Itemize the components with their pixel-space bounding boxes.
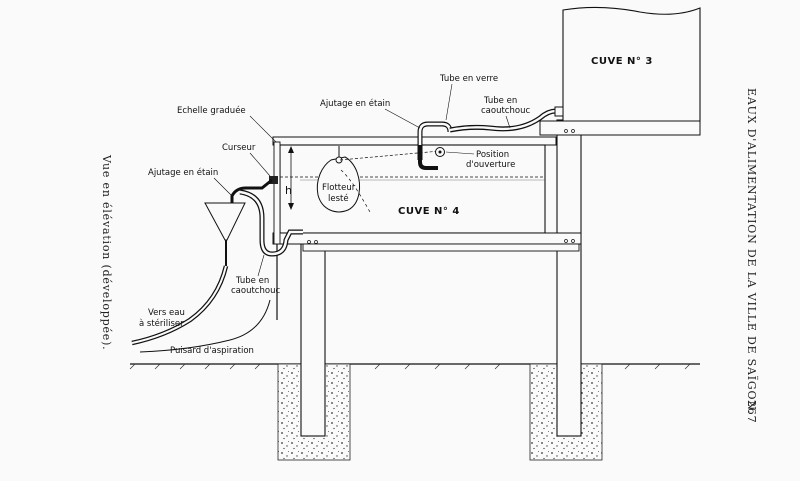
pipe-coupling (554, 106, 564, 117)
float-bulb (316, 156, 361, 213)
tube-caoutchouc-bottom-2: caoutchouc (231, 286, 280, 296)
curseur-label: Curseur (222, 143, 256, 153)
position-label-1: Position (476, 150, 509, 160)
position-leader (445, 151, 475, 155)
ground-hatch (129, 363, 691, 370)
vers-eau-label-1: Vers eau (148, 308, 185, 318)
tube-caoutchouc-top-2: caoutchouc (481, 106, 530, 116)
flotteur-label-1: Flotteur (322, 183, 356, 193)
curseur (269, 176, 278, 184)
h-label: h (285, 184, 292, 197)
ajutage-left (230, 178, 273, 203)
funnel (204, 202, 246, 241)
tube-caoutchouc-top-1: Tube en (483, 96, 517, 106)
puisard-label: Puisard d'aspiration (170, 346, 254, 356)
tube-verre-label: Tube en verre (439, 74, 498, 84)
pipe-vers-eau (131, 265, 229, 346)
echelle-label: Echelle graduée (177, 105, 246, 116)
ajutage-top-label: Ajutage en étain (320, 98, 390, 109)
cuve-3 (562, 6, 701, 123)
cuve-4-label: CUVE N° 4 (398, 206, 460, 217)
pipe-to-cuve3-inner (449, 109, 557, 132)
rivets (307, 129, 575, 244)
pipe-puisard (139, 299, 271, 353)
float-arm-dashed (339, 150, 441, 161)
tube-caoutchouc-bottom-1: Tube en (235, 276, 269, 286)
position-label-2: d'ouverture (466, 160, 515, 170)
running-title: EAUX D'ALIMENTATION DE LA VILLE DE SAÏGO… (745, 88, 759, 414)
float-open-position (340, 169, 371, 213)
cuve-3-label: CUVE N° 3 (591, 56, 653, 67)
caption: Vue en élévation (développée). (100, 154, 113, 350)
ajutage-left-label: Ajutage en étain (148, 167, 218, 178)
vers-eau-label-2: à stériliser (139, 318, 184, 329)
ajutage-loop-inner (418, 122, 452, 160)
cuve-3-beam (539, 120, 701, 136)
flotteur-label-2: lesté (328, 193, 349, 204)
crossbeam-lower (302, 243, 580, 252)
post-right (556, 119, 582, 437)
crossbeam-upper (272, 232, 582, 245)
cuve-4-rim (272, 136, 557, 146)
valve-elbow (418, 145, 438, 170)
page-number: 267 (745, 400, 758, 423)
echelle-graduee (273, 141, 281, 245)
